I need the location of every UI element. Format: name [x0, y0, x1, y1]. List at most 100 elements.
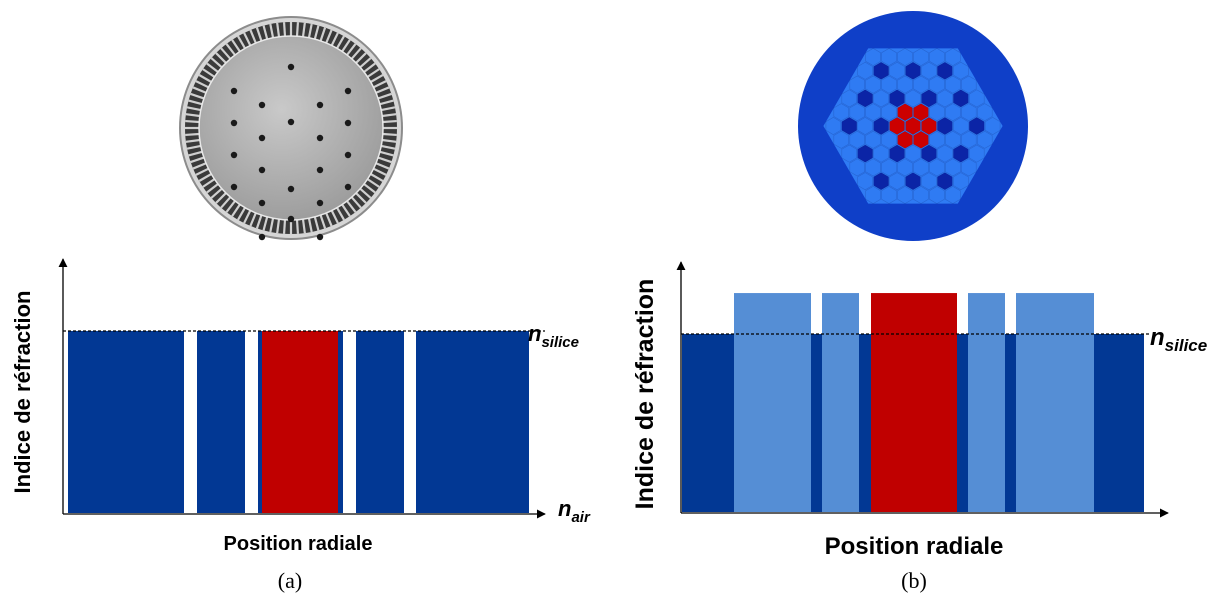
hex-lattice-cell — [968, 144, 985, 163]
sem-slot-wall — [307, 218, 313, 233]
profile-b-segment-silice — [682, 334, 734, 512]
sem-slot-wall — [313, 25, 320, 40]
sem-slot-wall — [355, 52, 367, 64]
n-air-sub-a: air — [571, 509, 591, 526]
sem-slot-wall — [276, 22, 281, 37]
hex-lattice-cell — [881, 103, 897, 122]
sem-slot-wall — [185, 138, 200, 143]
axes-a — [58, 258, 546, 519]
sem-slot-wall — [220, 196, 232, 209]
hex-lattice-cell — [897, 48, 913, 66]
profile-a-segment-air — [184, 331, 197, 513]
hex-lattice-cell — [857, 172, 873, 191]
sem-slot-wall — [262, 25, 269, 40]
sem-slot-wall — [206, 183, 219, 194]
hex-lattice-cell — [857, 117, 873, 135]
hex-hole-cell — [857, 144, 873, 163]
hex-lattice-cell — [889, 61, 905, 80]
hex-hole-cell — [905, 61, 921, 80]
sem-air-hole — [258, 166, 266, 174]
profile-a-segment-air — [245, 331, 258, 513]
hex-hole-cell — [889, 89, 905, 108]
hex-lattice-cell — [825, 117, 842, 135]
hex-lattice-cell — [849, 103, 866, 122]
profile-a-segment-silice — [197, 331, 245, 513]
hex-lattice-cell — [913, 158, 929, 177]
hex-lattice-cell — [833, 130, 850, 149]
hex-core-cell — [897, 103, 913, 122]
sem-air-hole — [258, 233, 266, 241]
sem-slot-wall — [341, 203, 351, 217]
hex-lattice-cell — [960, 158, 977, 177]
hex-lattice-cell — [945, 158, 961, 177]
profile-a-segment-silice — [338, 331, 343, 513]
hex-lattice-cell — [937, 144, 953, 163]
profile-b-segment-silice — [1094, 334, 1144, 512]
hex-lattice-cell — [945, 186, 961, 204]
sem-slot-wall — [282, 22, 287, 37]
sem-air-hole — [287, 118, 295, 126]
sem-slot-wall — [231, 203, 241, 217]
hex-lattice-cell — [921, 172, 937, 191]
hex-hole-cell — [937, 61, 953, 80]
sem-slot-wall — [190, 92, 205, 100]
hex-lattice-cell — [913, 75, 929, 94]
profile-a-segment-air — [404, 331, 416, 513]
hex-core-cell — [905, 117, 921, 135]
sem-slot-wall — [379, 99, 394, 106]
hex-lattice-cell — [881, 75, 897, 94]
sem-air-hole — [316, 101, 324, 109]
sem-slot-wall — [307, 23, 313, 38]
hex-lattice-cell — [929, 186, 945, 204]
sem-air-hole — [287, 63, 295, 71]
sem-slot-wall — [225, 200, 236, 213]
sem-air-hole — [230, 151, 238, 159]
sem-slot-wall — [195, 80, 209, 89]
n-air-label-a: nair — [558, 496, 591, 526]
sem-air-hole — [287, 215, 295, 223]
sem-slot-wall — [366, 68, 380, 78]
sem-air-hole — [344, 151, 352, 159]
sem-slot-wall — [231, 39, 241, 53]
sem-slot-wall — [336, 207, 345, 221]
hex-lattice-cell — [841, 144, 858, 163]
sem-air-hole — [230, 87, 238, 95]
sem-slot-wall — [186, 144, 201, 150]
sem-slot-wall — [215, 192, 227, 204]
sem-air-hole — [316, 199, 324, 207]
sem-air-hole — [258, 134, 266, 142]
hex-lattice-cell — [881, 130, 897, 149]
hex-lattice-cell — [976, 103, 993, 122]
hex-lattice-cell — [913, 186, 929, 204]
sem-air-hole — [230, 119, 238, 127]
hex-lattice-cell — [984, 117, 1001, 135]
hex-lattice-cell — [945, 130, 961, 149]
sem-slot-wall — [276, 219, 281, 234]
sem-slot-wall — [359, 187, 372, 199]
hex-lattice-cell — [953, 172, 969, 191]
sem-slot-wall — [336, 35, 345, 49]
hex-hole-cell — [953, 144, 969, 163]
profile-b-segment-high-index — [734, 293, 811, 512]
sem-slot-wall — [301, 22, 306, 37]
x-axis-label-a: Position radiale — [224, 533, 373, 555]
profile-b-segment-silice — [811, 334, 822, 512]
hex-lattice-cell — [945, 48, 961, 66]
n-silice-sub-b: silice — [1165, 336, 1208, 355]
n-silice-sub-a: silice — [541, 334, 579, 351]
n-silice-base-a: n — [528, 321, 541, 346]
hex-lattice-cell — [960, 103, 977, 122]
profile-b-segment-high-index — [968, 293, 1005, 512]
sem-slot-wall — [382, 113, 397, 118]
sem-slot-wall — [195, 167, 209, 176]
hex-hole-cell — [921, 144, 937, 163]
hex-core-cell — [921, 117, 937, 135]
sem-slot-wall — [330, 32, 339, 46]
sem-slot-wall — [350, 47, 362, 60]
sem-slot-wall — [370, 74, 384, 83]
hex-lattice-cell — [849, 130, 866, 149]
hex-lattice-cell — [841, 89, 858, 108]
hex-lattice-cell — [865, 103, 881, 122]
hexagonal-fiber-cross-section-icon — [798, 11, 1028, 241]
sem-air-hole — [316, 233, 324, 241]
